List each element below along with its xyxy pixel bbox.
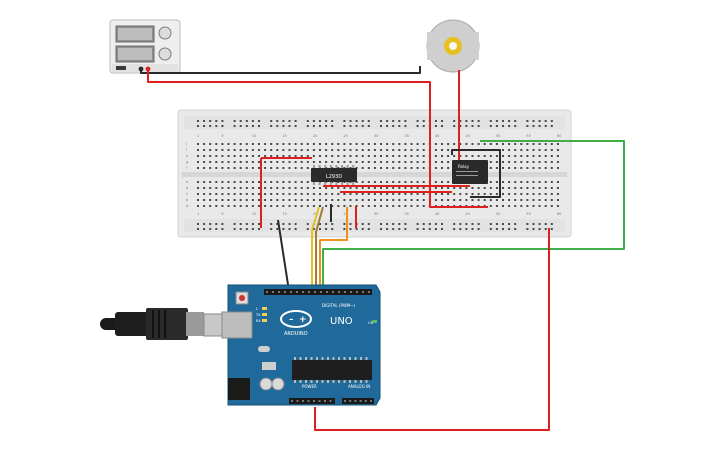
relay-label: Relay (458, 164, 470, 169)
column-label-top: 5 (221, 134, 223, 138)
analog-label: ANALOG IN (348, 384, 370, 389)
column-label-top: 35 (404, 134, 408, 138)
arduino-model: UNO (330, 316, 353, 327)
column-label-bottom: 50 (496, 212, 500, 216)
wire-red-ps-breadboard (147, 69, 488, 208)
l-label: L (256, 307, 258, 311)
column-label-bottom: 45 (465, 212, 469, 216)
column-label-bottom: 60 (557, 212, 561, 216)
column-label-bottom: 35 (404, 212, 408, 216)
wire-black-relay (451, 149, 501, 198)
arduino-logo-text: ARDUINO (284, 331, 308, 337)
column-label-top: 10 (252, 134, 256, 138)
column-label-top: 50 (496, 134, 500, 138)
column-label-top: 40 (435, 134, 439, 138)
column-label-top: 15 (282, 134, 286, 138)
wire-red-5v (314, 228, 550, 431)
column-label-bottom: 55 (526, 212, 530, 216)
row-label-top: i (186, 148, 187, 152)
column-label-bottom: 15 (282, 212, 286, 216)
row-label-top: f (186, 166, 188, 170)
column-label-top: 55 (526, 134, 530, 138)
column-label-top: 25 (343, 134, 347, 138)
column-label-bottom: 10 (252, 212, 256, 216)
tx-label: TX (255, 313, 261, 317)
column-label-bottom: 1 (197, 212, 199, 216)
rx-label: RX (256, 319, 261, 323)
wire-tan (315, 206, 324, 291)
row-label-bottom: b (186, 198, 189, 202)
on-label: ON (368, 321, 374, 325)
driver-ic-label: L293D (326, 174, 342, 180)
column-label-bottom: 25 (343, 212, 347, 216)
row-label-top: h (186, 154, 188, 158)
column-label-bottom: 20 (313, 212, 317, 216)
usb-cable (100, 308, 227, 340)
column-label-top: 60 (557, 134, 561, 138)
wire-black-ps-motor (140, 66, 421, 74)
power-supply[interactable] (109, 19, 181, 74)
column-label-top: 1 (197, 134, 199, 138)
wires (140, 66, 625, 431)
row-label-bottom: e (186, 180, 188, 184)
breadboard[interactable]: 1155101015152020252530303535404045455050… (177, 109, 572, 238)
wire-green-relay-arduino (322, 140, 625, 291)
row-label-top: j (185, 142, 187, 146)
column-label-top: 45 (465, 134, 469, 138)
row-label-bottom: a (186, 204, 188, 208)
row-label-top: g (186, 160, 188, 164)
wire-yellow (311, 206, 320, 291)
column-label-top: 20 (313, 134, 317, 138)
row-label-bottom: d (186, 186, 188, 190)
svg-text:–: – (289, 315, 294, 325)
wire-black-gnd (277, 219, 290, 292)
arduino-board[interactable]: – + ARDUINO UNO DIGITAL (PWM~) TX RX L O… (221, 284, 381, 406)
column-label-bottom: 30 (374, 212, 378, 216)
dc-motor[interactable] (426, 19, 480, 73)
svg-text:+: + (299, 315, 307, 325)
driver-ic[interactable]: L293D (311, 165, 357, 185)
power-label: POWER (302, 384, 317, 389)
digital-label: DIGITAL (PWM~) (322, 303, 356, 308)
column-label-bottom: 40 (435, 212, 439, 216)
row-label-bottom: c (186, 192, 188, 196)
relay[interactable]: Relay (452, 160, 488, 184)
wire-orange (319, 207, 348, 291)
column-label-top: 30 (374, 134, 378, 138)
column-label-bottom: 5 (221, 212, 223, 216)
